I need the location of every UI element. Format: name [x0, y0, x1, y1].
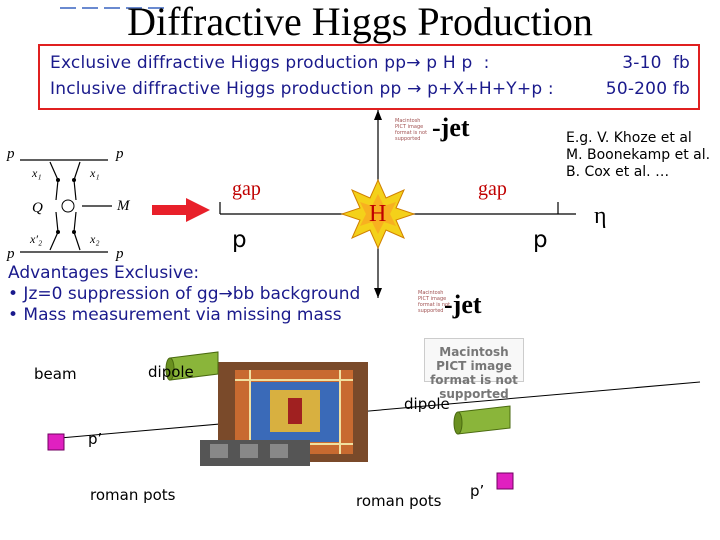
- dipole-right-label: dipole: [404, 395, 450, 413]
- proton-right-label: p: [533, 227, 548, 253]
- reference-1: E.g. V. Khoze et al: [566, 130, 692, 146]
- beamline-diagram: [47, 351, 701, 490]
- advantages-block: Advantages Exclusive: • Jz=0 suppression…: [8, 263, 360, 326]
- pict-placeholder-large: Macintosh PICT image format is not suppo…: [424, 338, 524, 401]
- gap-right-label: gap: [478, 178, 507, 200]
- advantages-heading: Advantages Exclusive:: [8, 263, 200, 283]
- pict-placeholder-top: Macintosh PICT image format is not suppo…: [395, 118, 428, 142]
- eta-label: η: [594, 203, 607, 229]
- inclusive-line-value: 50-200 fb: [605, 79, 690, 99]
- gap-left-label: gap: [232, 178, 261, 200]
- beam-label: beam: [34, 365, 77, 383]
- references: E.g. V. Khoze et al M. Boonekamp et al. …: [566, 130, 716, 181]
- exclusive-line-label: Exclusive diffractive Higgs production p…: [50, 53, 490, 73]
- proton-left-label: p: [232, 227, 247, 253]
- reference-3: B. Cox et al. …: [566, 164, 670, 180]
- diagram-pbar-in: p: [7, 246, 15, 262]
- jet-top-label: -jet: [432, 113, 470, 142]
- pict-placeholder-bottom: Macintosh PICT image format is not suppo…: [418, 290, 451, 314]
- higgs-label: H: [369, 201, 387, 227]
- reference-2: M. Boonekamp et al.: [566, 147, 711, 163]
- cross-section-box: [38, 44, 700, 110]
- exclusive-line-value: 3-10 fb: [622, 53, 690, 73]
- inclusive-line-label: Inclusive diffractive Higgs production p…: [50, 79, 554, 99]
- slide-title: Diffractive Higgs Production: [127, 0, 593, 44]
- feynman-diagram: [20, 159, 112, 253]
- dipole-left-label: dipole: [148, 363, 194, 381]
- diagram-p-out: p: [116, 146, 124, 162]
- diagram-p-in: p: [7, 146, 15, 162]
- p-prime-left-label: p’: [88, 430, 103, 448]
- diagram-M: M: [117, 198, 130, 214]
- diagram-x2-prime: x′₂: [30, 232, 43, 246]
- advantage-item: • Mass measurement via missing mass: [8, 305, 342, 325]
- diagram-Q: Q: [32, 200, 43, 216]
- red-arrow-icon: [152, 198, 210, 222]
- advantage-item: • Jz=0 suppression of gg→bb background: [8, 284, 361, 304]
- p-prime-right-label: p’: [470, 482, 485, 500]
- diagram-x1-prime: x₁: [90, 166, 100, 180]
- diagram-x2: x₂: [90, 232, 100, 246]
- roman-pots-right-label: roman pots: [356, 492, 442, 510]
- diagram-pbar-out: p: [116, 246, 124, 262]
- jet-bottom-label: -jet: [444, 290, 482, 319]
- event-display: [219, 110, 576, 298]
- roman-pots-left-label: roman pots: [90, 486, 176, 504]
- diagram-x1: x₁: [32, 166, 42, 180]
- title-decoration: [60, 7, 164, 9]
